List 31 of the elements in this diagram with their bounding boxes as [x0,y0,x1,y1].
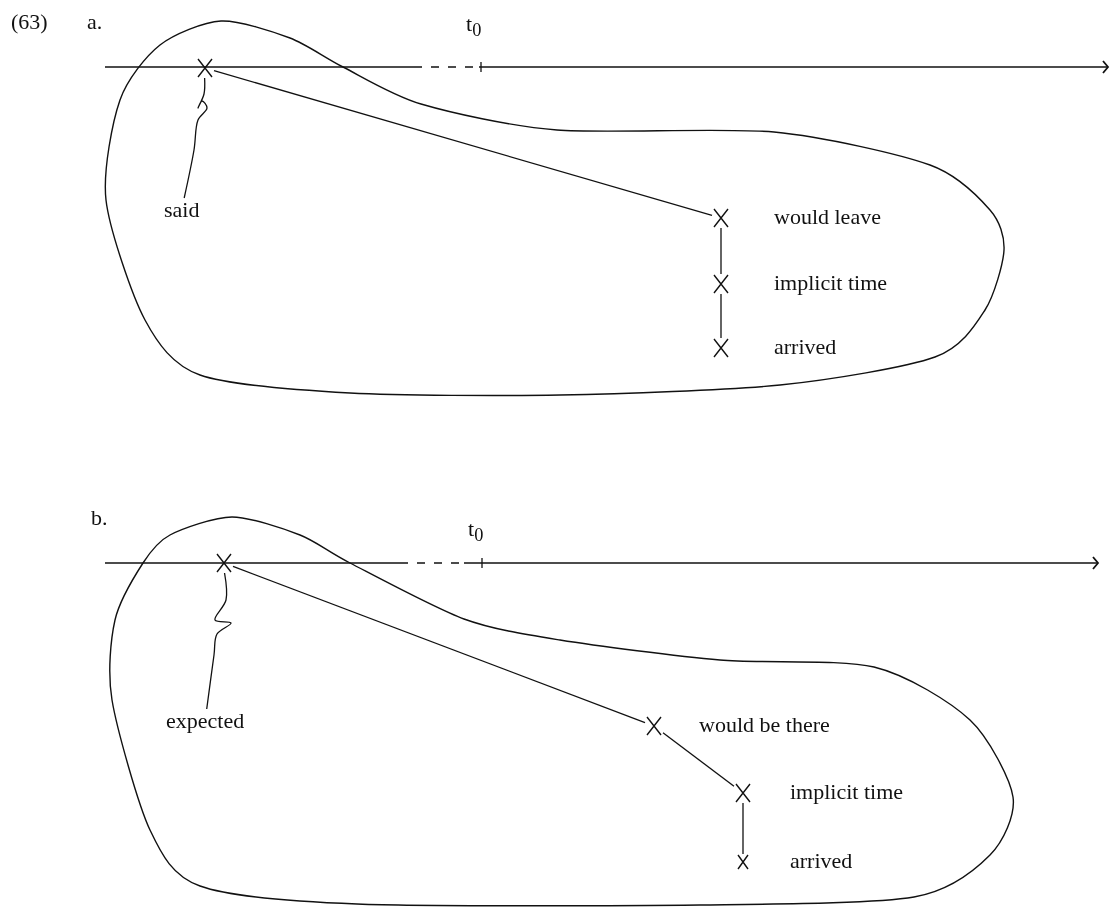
time-label: would be there [699,713,830,738]
cross-mark [645,716,663,736]
connector-line [232,565,646,724]
leader-line [183,77,208,199]
time-label: arrived [790,849,853,874]
time-label: arrived [774,335,837,360]
cross-mark [215,553,233,573]
leader-line [206,572,232,710]
cross-mark [736,854,750,870]
time-label: would leave [774,205,881,230]
time-label: t$_{0}$ [468,517,484,546]
panel-label: b. [91,506,108,531]
time-label: implicit time [790,780,904,805]
time-label: t$_{0}$ [466,12,482,41]
time-label: implicit time [774,271,888,296]
cross-mark [712,338,730,358]
cross-mark [196,58,214,78]
cross-mark [712,274,730,294]
connector-line [213,69,713,217]
cross-mark [712,208,730,228]
connector-line [662,732,735,787]
region-outline [112,517,1013,905]
connector-line [720,227,722,275]
panel-label: a. [87,10,103,35]
region-outline [106,21,1004,395]
cross-mark [734,783,752,803]
connector-line [720,293,722,339]
connector-line [742,802,744,855]
verb-label: said [164,198,200,223]
verb-label: expected [166,709,245,734]
example-number: (63) [11,10,48,35]
